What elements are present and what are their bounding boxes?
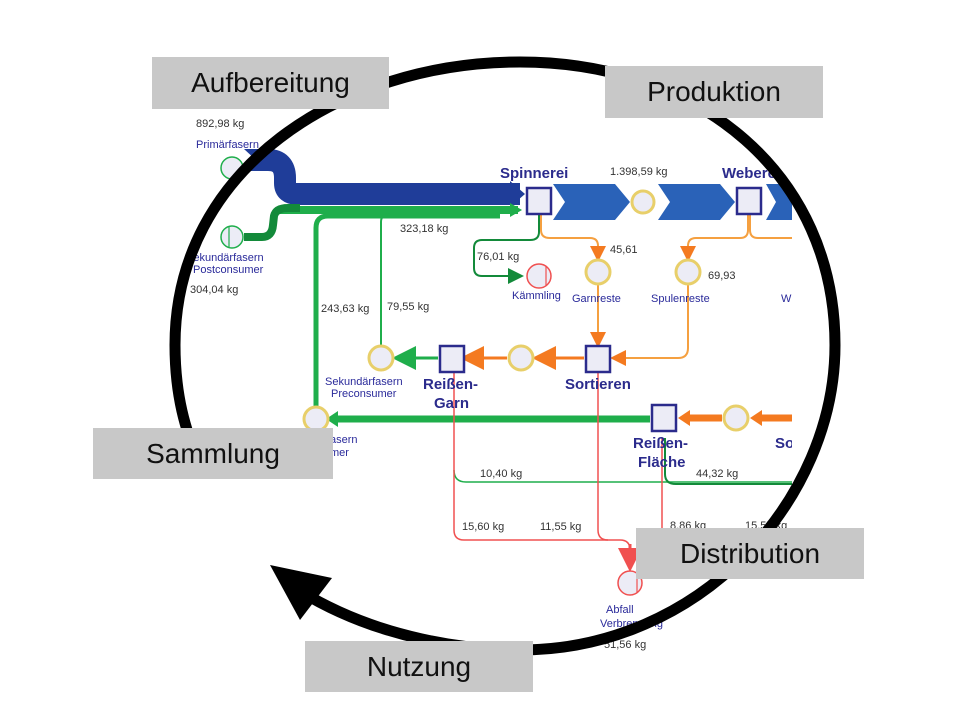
process-reissen-flaeche[interactable] <box>650 403 678 433</box>
flow-right-node-head <box>750 410 762 426</box>
label-collection-2: mer <box>330 447 349 459</box>
process-weberei[interactable] <box>735 186 763 216</box>
value-green-vertical: 243,63 kg <box>321 303 369 315</box>
value-green-bottom: 10,40 kg <box>480 468 522 480</box>
node-after-spinnerei[interactable] <box>630 189 656 215</box>
label-w-partial: W <box>781 293 792 305</box>
flow-flaeche-collection-head <box>326 411 338 427</box>
node-sekundaer-post[interactable] <box>220 225 244 249</box>
node-garnreste[interactable] <box>584 258 612 286</box>
node-sekundaer-pre[interactable] <box>367 344 395 372</box>
node-spulenreste[interactable] <box>674 258 702 286</box>
process-reissen-garn[interactable] <box>438 344 466 374</box>
flow-green-vertical <box>313 213 500 408</box>
flow-green-head <box>510 203 522 217</box>
phase-sammlung: Sammlung <box>93 428 333 479</box>
flow-to-weberei <box>658 184 735 220</box>
value-abfall: 51,56 kg <box>604 639 646 651</box>
flow-garnreste <box>540 215 606 262</box>
flow-kaemmling <box>473 215 540 284</box>
label-reissen-garn-2: Garn <box>434 395 469 412</box>
flow-spinnerei-out <box>553 184 630 220</box>
flow-spulenreste-sortieren <box>610 284 689 366</box>
value-flaeche-green: 44,32 kg <box>696 468 738 480</box>
phase-produktion: Produktion <box>605 66 823 118</box>
label-collection-1: asern <box>330 434 358 446</box>
flow-weberei-right <box>749 215 792 239</box>
cycle-arrowhead-icon <box>270 565 332 620</box>
flow-spulenreste <box>680 215 749 262</box>
value-preconsumer: 79,55 kg <box>387 301 429 313</box>
value-kaemmling: 76,01 kg <box>477 251 519 263</box>
value-primaerfasern: 892,98 kg <box>196 118 244 130</box>
label-spinnerei: Spinnerei <box>500 165 568 182</box>
label-reissen-flaeche-2: Fläche <box>638 454 686 471</box>
flow-primaerfasern-head <box>510 181 525 207</box>
label-garnreste: Garnreste <box>572 293 621 305</box>
node-sortier-garn[interactable] <box>507 344 535 372</box>
label-sortieren-right: So <box>775 435 794 452</box>
process-sortieren[interactable] <box>584 344 612 374</box>
label-kaemmling: Kämmling <box>512 290 561 302</box>
label-sekundaer-pre-1: Sekundärfasern <box>325 376 403 388</box>
label-spulenreste: Spulenreste <box>651 293 710 305</box>
process-spinnerei[interactable] <box>525 186 553 216</box>
value-spinnerei-out: 1.398,59 kg <box>610 166 668 178</box>
flow-node-flaeche-head <box>678 410 690 426</box>
value-garnreste: 45,61 <box>610 244 638 256</box>
label-primaerfasern: Primärfasern <box>196 139 259 151</box>
flow-flaeche-green <box>664 438 792 485</box>
label-reissen-flaeche-1: Reißen- <box>633 435 688 452</box>
node-kaemmling[interactable] <box>526 263 552 289</box>
label-reissen-garn-1: Reißen- <box>423 376 478 393</box>
flow-red-sortieren <box>597 372 609 541</box>
label-weberei: Weberei <box>722 165 780 182</box>
value-red-1: 15,60 kg <box>462 521 504 533</box>
value-sekundaer-post: 304,04 kg <box>190 284 238 296</box>
label-abfall-1: Abfall <box>606 604 634 616</box>
phase-nutzung: Nutzung <box>305 641 533 692</box>
label-sortieren: Sortieren <box>565 376 631 393</box>
phase-distribution: Distribution <box>636 528 864 579</box>
flow-sekundaer-post <box>244 204 300 241</box>
value-green-spinnerei: 323,18 kg <box>400 223 448 235</box>
value-red-2: 11,55 kg <box>540 521 581 533</box>
value-spulenreste: 69,93 <box>708 270 736 282</box>
phase-aufbereitung: Aufbereitung <box>152 57 389 109</box>
flow-primaerfasern <box>244 149 520 205</box>
label-sekundaer-post-2: Postconsumer <box>193 264 264 276</box>
flow-preconsumer <box>380 213 391 348</box>
label-sekundaer-post-1: Sekundärfasern <box>186 252 264 264</box>
label-sekundaer-pre-2: Preconsumer <box>331 388 397 400</box>
node-right-orange[interactable] <box>722 404 750 432</box>
